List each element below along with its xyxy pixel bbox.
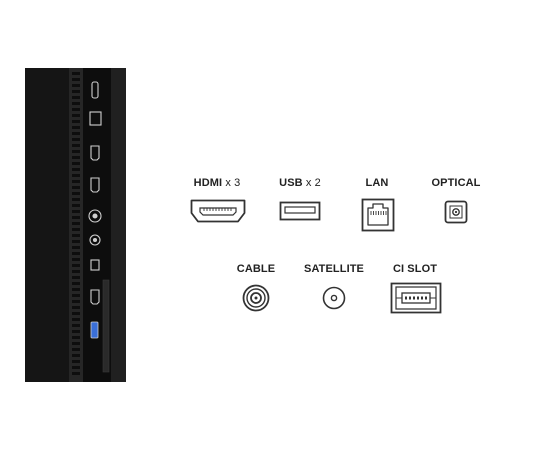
panel-vent-slot bbox=[72, 180, 80, 183]
ci-slot-label: CI SLOT bbox=[392, 263, 438, 275]
panel-port-satellite bbox=[89, 234, 101, 246]
panel-vent-slot bbox=[72, 120, 80, 123]
panel-vent-slot bbox=[72, 348, 80, 351]
panel-vent-slot bbox=[72, 204, 80, 207]
panel-vent-slot bbox=[72, 240, 80, 243]
panel-vent-slot bbox=[72, 90, 80, 93]
cable-label: CABLE bbox=[236, 263, 276, 275]
panel-vent-slot bbox=[72, 216, 80, 219]
panel-port-lan bbox=[89, 111, 102, 126]
panel-vent-slot bbox=[72, 300, 80, 303]
panel-vent-slot bbox=[72, 372, 80, 375]
panel-port-optical bbox=[90, 259, 100, 271]
panel-vent-slot bbox=[72, 156, 80, 159]
panel-vent-slot bbox=[72, 84, 80, 87]
panel-vent-slot bbox=[72, 342, 80, 345]
panel-vent-slot bbox=[72, 198, 80, 201]
panel-vent-slot bbox=[72, 228, 80, 231]
panel-vent-slot bbox=[72, 294, 80, 297]
panel-port-coax bbox=[88, 209, 102, 223]
usb-label: USB x 2 bbox=[279, 177, 321, 189]
panel-vent-slot bbox=[72, 234, 80, 237]
panel-vent-slot bbox=[72, 336, 80, 339]
panel-vent-slot bbox=[72, 318, 80, 321]
panel-vent-slot bbox=[72, 252, 80, 255]
panel-vent-slot bbox=[72, 324, 80, 327]
panel-vent-slot bbox=[72, 72, 80, 75]
panel-vent-slot bbox=[72, 270, 80, 273]
usb-label-text: USB bbox=[279, 177, 303, 189]
ci-slot-icon bbox=[390, 282, 442, 314]
panel-vent-slot bbox=[72, 150, 80, 153]
panel-left-face bbox=[25, 68, 69, 382]
tv-side-panel-photo bbox=[25, 68, 126, 382]
panel-vent-slot bbox=[72, 162, 80, 165]
panel-vent-slot bbox=[72, 306, 80, 309]
panel-right-edge bbox=[111, 68, 126, 382]
panel-vent-slot bbox=[72, 282, 80, 285]
panel-vent-slot bbox=[72, 354, 80, 357]
panel-vent-slot bbox=[72, 102, 80, 105]
panel-vent-slot bbox=[72, 330, 80, 333]
optical-label: OPTICAL bbox=[431, 177, 481, 189]
hdmi-count: x 3 bbox=[225, 177, 241, 189]
panel-vent-slot bbox=[72, 132, 80, 135]
panel-ports bbox=[88, 81, 102, 305]
optical-port-icon bbox=[444, 200, 468, 224]
satellite-port-icon bbox=[322, 286, 346, 310]
panel-vent-slot bbox=[72, 276, 80, 279]
panel-vent-slot bbox=[72, 174, 80, 177]
panel-vent-slot bbox=[72, 258, 80, 261]
panel-vent-slot bbox=[72, 288, 80, 291]
panel-vent-slot bbox=[72, 264, 80, 267]
panel-vent-slot bbox=[72, 138, 80, 141]
ethernet-port-icon bbox=[361, 198, 395, 232]
hdmi-label-text: HDMI bbox=[193, 177, 223, 189]
panel-vent-slot bbox=[72, 126, 80, 129]
panel-vent-slot bbox=[72, 96, 80, 99]
panel-vent-slot bbox=[72, 210, 80, 213]
panel-port-hdmi-top bbox=[91, 81, 99, 99]
panel-vent-slot bbox=[72, 108, 80, 111]
panel-vent-slot bbox=[72, 360, 80, 363]
panel-port-hdmi-2 bbox=[90, 177, 100, 193]
panel-vent-slot bbox=[72, 168, 80, 171]
panel-vent-slot bbox=[72, 246, 80, 249]
panel-port-coax-inner bbox=[92, 213, 98, 219]
panel-port-usb bbox=[90, 321, 99, 339]
satellite-label: SATELLITE bbox=[304, 263, 364, 275]
hdmi-port-icon bbox=[190, 199, 246, 223]
panel-port-hdmi-1 bbox=[90, 145, 100, 161]
panel-port-hdmi-3 bbox=[90, 289, 100, 305]
panel-rail-vents bbox=[72, 72, 80, 375]
panel-vent-slot bbox=[72, 312, 80, 315]
panel-vent-slot bbox=[72, 192, 80, 195]
panel-vent-slot bbox=[72, 366, 80, 369]
panel-card-slot bbox=[102, 279, 110, 373]
usb-port-icon bbox=[279, 201, 321, 221]
panel-vent-slot bbox=[72, 114, 80, 117]
panel-vent-slot bbox=[72, 222, 80, 225]
usb-count: x 2 bbox=[305, 177, 321, 189]
panel-vent-slot bbox=[72, 186, 80, 189]
panel-vent-slot bbox=[72, 78, 80, 81]
panel-port-satellite-inner bbox=[92, 237, 98, 243]
panel-vent-slot bbox=[72, 144, 80, 147]
coaxial-port-icon bbox=[242, 284, 270, 312]
lan-label: LAN bbox=[365, 177, 389, 189]
hdmi-label: HDMI x 3 bbox=[194, 177, 241, 189]
